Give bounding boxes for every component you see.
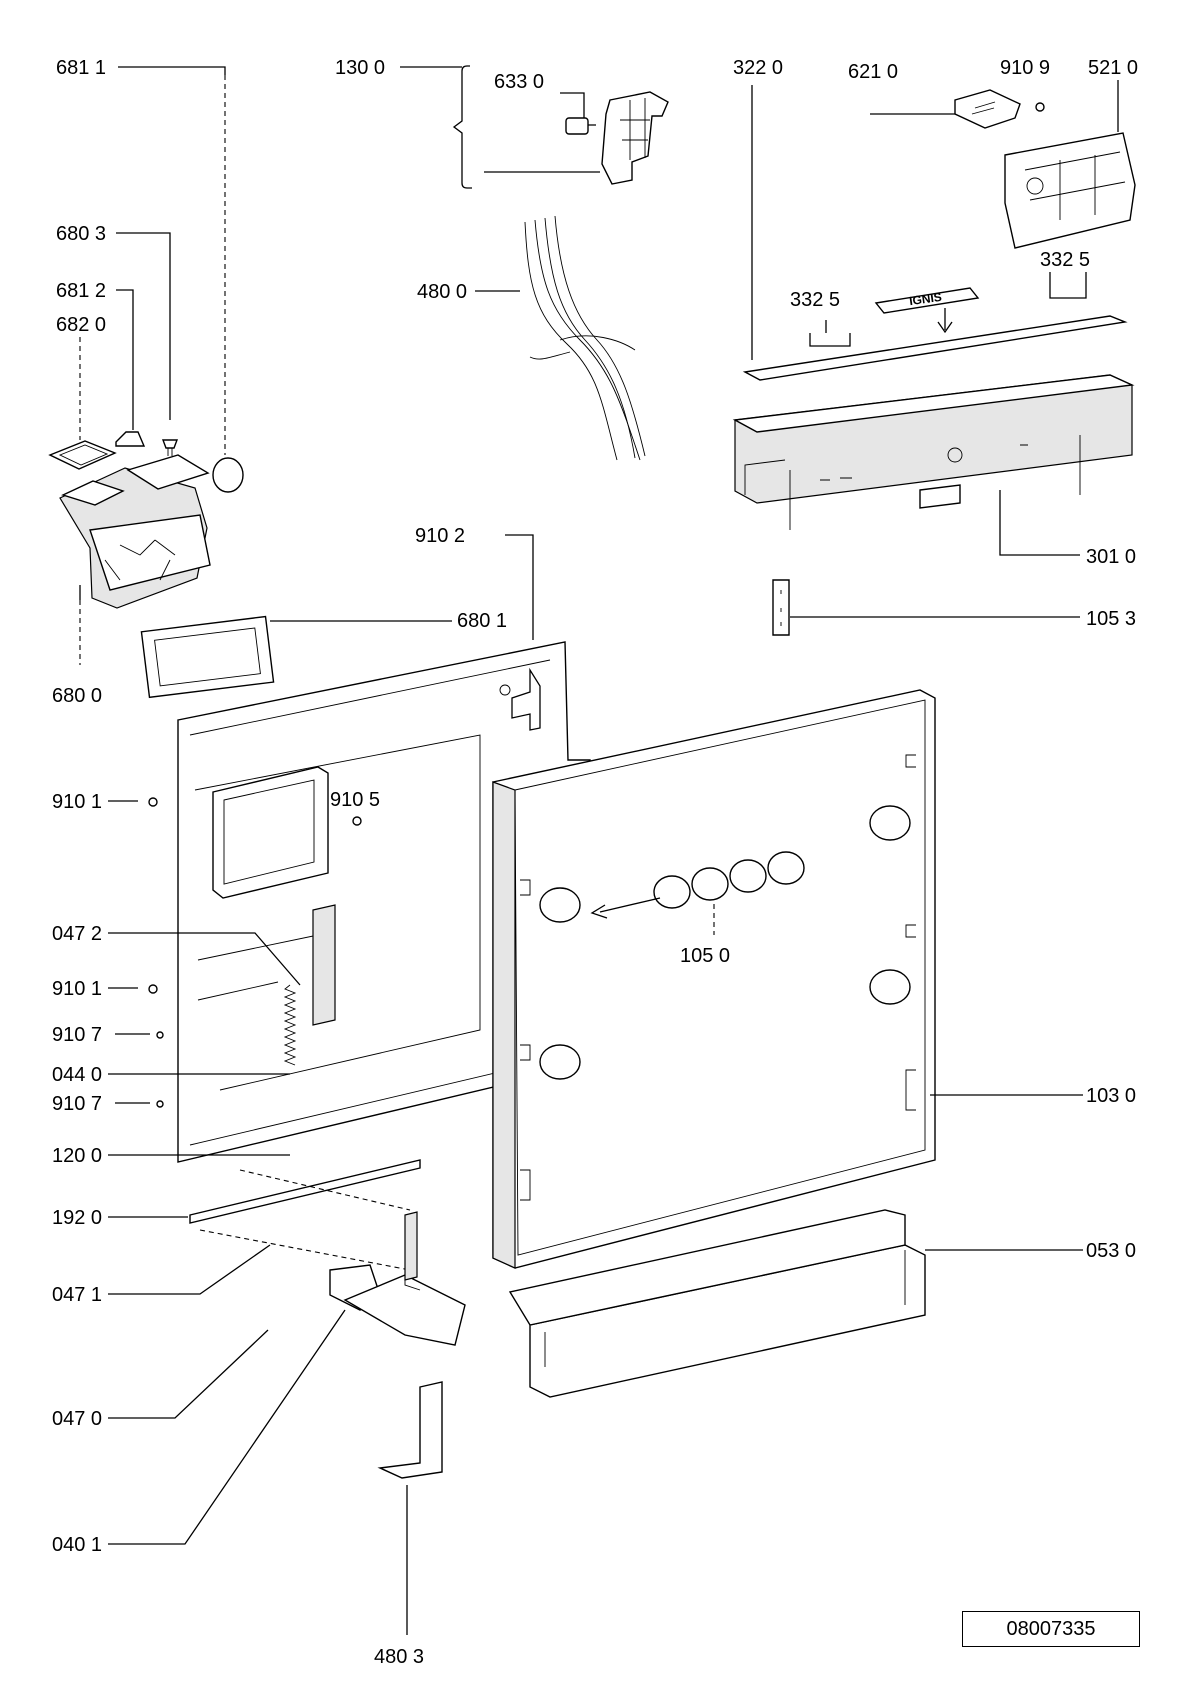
label-6800: 680 0	[52, 685, 102, 707]
label-6801: 680 1	[457, 610, 507, 632]
label-5210: 521 0	[1088, 57, 1138, 79]
label-0530: 053 0	[1086, 1240, 1136, 1262]
label-1053: 105 3	[1086, 608, 1136, 630]
inner-door-panel	[108, 534, 591, 1635]
label-1050: 105 0	[680, 945, 730, 967]
label-6811: 681 1	[56, 57, 106, 79]
control-panel-parts	[732, 80, 1136, 636]
label-3220: 322 0	[733, 57, 783, 79]
label-0470: 047 0	[52, 1408, 102, 1430]
label-6812: 681 2	[56, 280, 106, 302]
label-1200: 120 0	[52, 1145, 102, 1167]
label-1920: 192 0	[52, 1207, 102, 1229]
label-0472: 047 2	[52, 923, 102, 945]
label-0440: 044 0	[52, 1064, 102, 1086]
dispenser-assembly	[48, 66, 452, 699]
label-9102: 910 2	[415, 525, 465, 547]
ignis-logo: IGNIS	[908, 290, 942, 308]
label-9109: 910 9	[1000, 57, 1050, 79]
label-3325-right: 332 5	[1040, 249, 1090, 271]
document-number: 08007335	[1006, 1617, 1096, 1640]
door-knobs	[539, 805, 911, 1080]
label-9105: 910 5	[330, 789, 380, 811]
wire-harness	[475, 215, 646, 461]
label-9101-top: 910 1	[52, 791, 102, 813]
label-9107-top: 910 7	[52, 1024, 102, 1046]
label-0471: 047 1	[52, 1284, 102, 1306]
label-6210: 621 0	[848, 61, 898, 83]
label-3010: 301 0	[1086, 546, 1136, 568]
outer-door-panel	[492, 689, 1083, 1269]
part-labels: 681 1 130 0 633 0 322 0 621 0 910 9 521 …	[52, 57, 1138, 1668]
document-number-box: 08007335	[962, 1611, 1140, 1647]
label-0401: 040 1	[52, 1534, 102, 1556]
label-4803: 480 3	[374, 1646, 424, 1668]
label-1030: 103 0	[1086, 1085, 1136, 1107]
label-9101-bottom: 910 1	[52, 978, 102, 1000]
label-6330: 633 0	[494, 71, 544, 93]
label-6820: 682 0	[56, 314, 106, 336]
label-4800: 480 0	[417, 281, 467, 303]
label-1300: 130 0	[335, 57, 385, 79]
kick-plate	[508, 1209, 1083, 1398]
label-6803: 680 3	[56, 223, 106, 245]
label-9107-bottom: 910 7	[52, 1093, 102, 1115]
label-3325-left: 332 5	[790, 289, 840, 311]
door-switch-assembly	[400, 65, 669, 189]
